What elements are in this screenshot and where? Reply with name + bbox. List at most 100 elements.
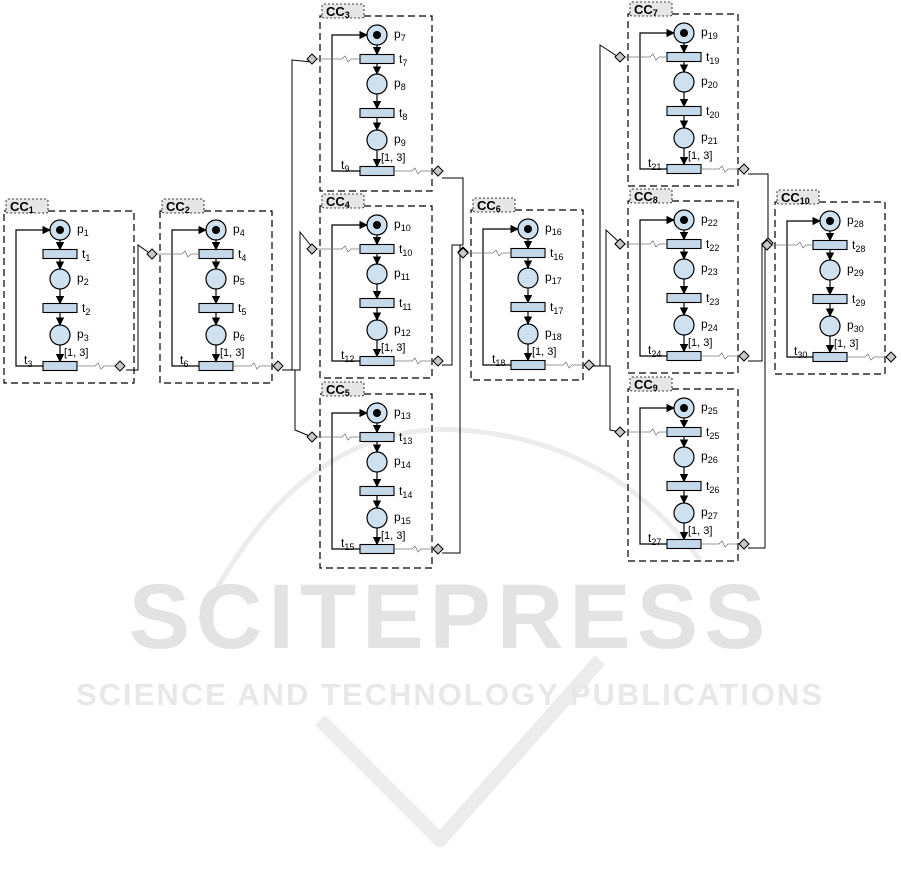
place-label-prefix: p (545, 221, 552, 235)
transition-label-prefix: t (550, 300, 554, 314)
transition-label-subscript: 7 (402, 58, 407, 68)
component-label-prefix: CC (326, 194, 345, 209)
transition-label-prefix: t (238, 301, 242, 315)
transition-label-subscript: 22 (709, 243, 719, 253)
component-boundary (319, 205, 433, 379)
arc-feedback-loop (15, 225, 51, 367)
transition-label: t22 (706, 237, 719, 253)
transition-label: t14 (399, 484, 412, 500)
transition (666, 51, 702, 63)
place-label-subscript: 21 (708, 136, 718, 146)
input-arc (156, 250, 199, 258)
place-label-prefix: p (77, 327, 84, 341)
transition-label-subscript: 20 (709, 110, 719, 120)
connection-line (442, 244, 463, 366)
transition-label-subscript: 4 (241, 253, 246, 263)
component-label-box (472, 197, 516, 213)
interval-label: [1, 3] (381, 530, 405, 542)
place-label: p20 (701, 74, 718, 90)
transition-label: t3 (24, 353, 32, 369)
input-connector (614, 426, 626, 438)
transition-label: t11 (399, 296, 412, 312)
place-label-prefix: p (394, 27, 401, 41)
watermark-subtitle: SCIENCE AND TECHNOLOGY PUBLICATIONS (76, 677, 824, 712)
input-connector (614, 238, 626, 250)
place-label-prefix: p (545, 270, 552, 284)
place-label-subscript: 15 (401, 516, 411, 526)
output-connector (432, 355, 444, 367)
input-connector (306, 53, 318, 65)
token (212, 226, 220, 234)
output-connector (738, 163, 750, 175)
place-label-subscript: 10 (401, 223, 411, 233)
connection-line (592, 228, 621, 367)
place-label-prefix: p (77, 271, 84, 285)
input-connector (146, 248, 158, 260)
place-label-prefix: p (545, 326, 552, 340)
place-label: p5 (233, 271, 245, 287)
interval-label: [1, 3] (381, 342, 405, 354)
connection-line (748, 173, 769, 243)
component-boundary (3, 210, 135, 384)
output-connector (738, 538, 750, 550)
place-label-subscript: 16 (552, 227, 562, 237)
arc-feedback-loop (639, 215, 675, 357)
place-label: p15 (394, 510, 411, 526)
place-label: p29 (847, 262, 864, 278)
place-label: p18 (545, 326, 562, 342)
component-boundary (627, 200, 739, 374)
transition-label: t27 (648, 531, 661, 547)
transition-label-prefix: t (399, 430, 403, 444)
interval-label: [1, 3] (688, 525, 712, 537)
transition-label: t30 (794, 344, 807, 360)
input-connector (457, 247, 469, 259)
connection-line (282, 59, 313, 371)
component-label-box (321, 381, 365, 397)
output-connector (432, 543, 444, 555)
place (49, 268, 71, 290)
token (826, 217, 834, 225)
place-label: p26 (701, 449, 718, 465)
place-label-subscript: 27 (708, 511, 718, 521)
place (205, 268, 227, 290)
transition-label-subscript: 11 (402, 302, 411, 312)
component-boundary (627, 13, 739, 187)
output-connector (885, 351, 897, 363)
transition-label-subscript: 5 (241, 307, 246, 317)
component-label-box (5, 198, 49, 214)
place (49, 324, 71, 346)
component-label-prefix: CC (634, 377, 653, 392)
transition-label-prefix: t (852, 238, 856, 252)
transition (42, 248, 78, 260)
component-label-box (321, 193, 365, 209)
transition-label-prefix: t (399, 242, 403, 256)
arc-feedback-loop (786, 216, 821, 358)
watermark-swoosh-2 (315, 655, 606, 847)
component-label: CC3 (326, 4, 350, 20)
transition-label-prefix: t (180, 353, 184, 367)
component-label-prefix: CC (166, 199, 185, 214)
transition-label-prefix: t (24, 353, 28, 367)
place-label-prefix: p (701, 505, 708, 519)
transition (666, 426, 702, 438)
transition (198, 248, 234, 260)
transition-label: t1 (82, 247, 90, 263)
transition-label: t9 (341, 158, 349, 174)
component-label: CC8 (634, 189, 658, 205)
place-label-prefix: p (233, 222, 240, 236)
transition (666, 350, 702, 362)
place-label-prefix: p (233, 271, 240, 285)
transition (666, 105, 702, 117)
transition (359, 485, 395, 497)
place (517, 267, 539, 289)
place-label-subscript: 7 (401, 33, 406, 43)
place-label-prefix: p (394, 322, 401, 336)
transition-label: t21 (648, 156, 661, 172)
place-label-prefix: p (394, 454, 401, 468)
transition-label-prefix: t (399, 106, 403, 120)
component-label-subscript: 3 (345, 10, 350, 20)
